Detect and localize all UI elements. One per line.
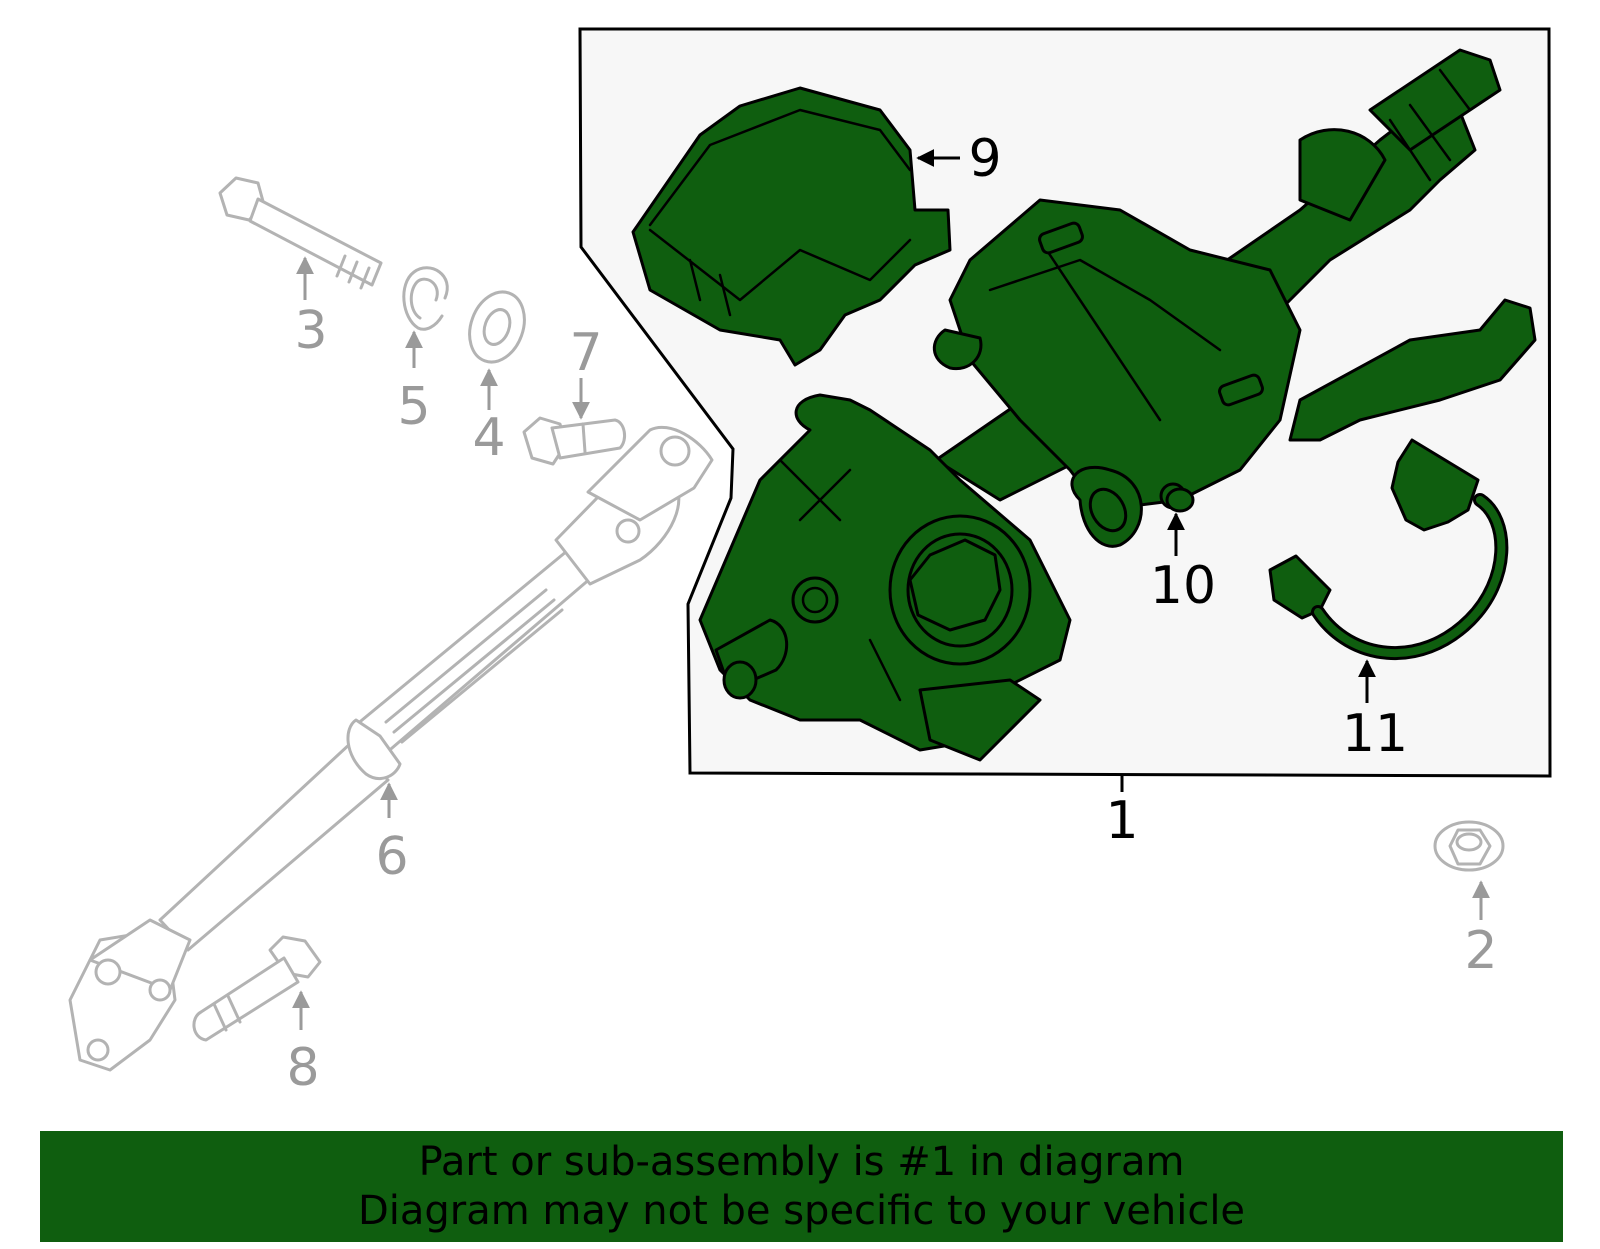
callout-8: 8 bbox=[286, 1038, 319, 1098]
wiring-harness-part-11[interactable] bbox=[1268, 438, 1509, 661]
callout-9: 9 bbox=[968, 129, 1001, 189]
callout-10: 10 bbox=[1150, 556, 1216, 616]
banner-line-2: Diagram may not be specific to your vehi… bbox=[357, 1187, 1246, 1234]
snap-ring-part-5[interactable] bbox=[402, 266, 449, 331]
bolt-part-8[interactable] bbox=[192, 935, 322, 1042]
callout-6: 6 bbox=[375, 827, 408, 887]
bolt-part-3[interactable] bbox=[218, 176, 383, 290]
bolt-part-7[interactable] bbox=[522, 416, 627, 466]
callout-5: 5 bbox=[397, 377, 430, 437]
callout-3: 3 bbox=[294, 301, 327, 361]
washer-part-4[interactable] bbox=[460, 284, 533, 369]
banner-line-1: Part or sub-assembly is #1 in diagram bbox=[418, 1138, 1185, 1185]
fitting-part-10[interactable] bbox=[1165, 487, 1195, 513]
callout-7: 7 bbox=[569, 323, 602, 383]
callout-11: 11 bbox=[1342, 704, 1408, 764]
intermediate-shaft-part-6[interactable] bbox=[68, 425, 714, 1072]
leader-lines bbox=[292, 149, 1490, 1030]
steering-column-assembly[interactable] bbox=[698, 48, 1537, 762]
callout-4: 4 bbox=[472, 408, 505, 468]
info-banner: Part or sub-assembly is #1 in diagram Di… bbox=[40, 1131, 1563, 1242]
callout-2: 2 bbox=[1464, 921, 1497, 981]
control-module-part-9[interactable] bbox=[631, 86, 952, 367]
flange-nut-part-2[interactable] bbox=[1433, 820, 1505, 872]
callout-1: 1 bbox=[1105, 791, 1138, 851]
